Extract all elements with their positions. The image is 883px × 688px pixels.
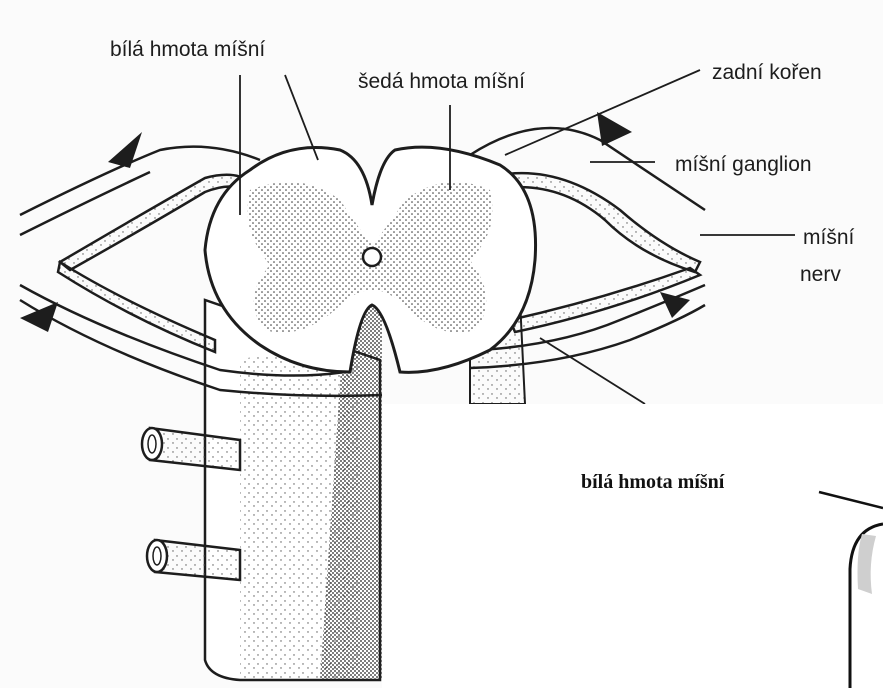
label-gray-matter: šedá hmota míšní <box>358 70 525 93</box>
arrow-upper-right <box>597 112 632 146</box>
arrow-upper-left <box>108 132 142 168</box>
label-spinal-nerve-line1: míšní <box>803 226 855 249</box>
central-canal <box>363 248 381 266</box>
label-dorsal-root: zadní kořen <box>712 61 822 84</box>
overlay-panel: bílá hmota míšní <box>382 404 883 688</box>
label-spinal-nerve-line2: nerv <box>800 263 841 286</box>
label-white-matter: bílá hmota míšní <box>110 38 265 61</box>
arrow-lower-left <box>20 302 58 332</box>
arrow-lower-right <box>660 292 690 318</box>
label-spinal-ganglion: míšní ganglion <box>675 153 812 176</box>
overlay-label-white-matter: bílá hmota míšní <box>581 471 725 493</box>
overlay-canvas: bílá hmota míšní <box>382 404 883 688</box>
